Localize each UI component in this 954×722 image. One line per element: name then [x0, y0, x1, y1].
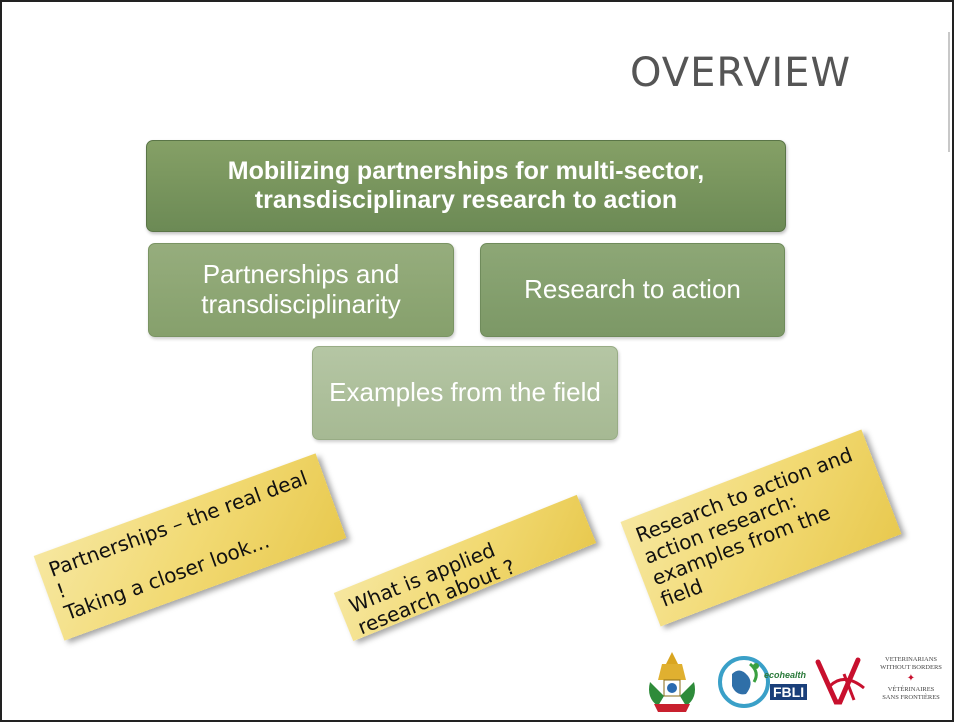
vwb-line-3: VÉTÉRINAIRES — [887, 686, 935, 694]
vwb-text-logo: VETERINARIANS WITHOUT BORDERS ✦ VÉTÉRINA… — [870, 656, 952, 712]
sticky-note-applied-research: What is applied research about ? — [333, 494, 597, 642]
partnerships-box: Partnerships and transdisciplinarity — [148, 243, 454, 337]
vwb-line-1: VETERINARIANS — [885, 656, 937, 663]
fbli-label: FBLI — [770, 684, 808, 700]
ecohealth-label: ecohealth — [764, 670, 807, 680]
sticky-note-research-to-action: Research to action and action research: … — [620, 429, 902, 627]
ecohealth-fbli-logo: ecohealth FBLI — [714, 654, 808, 712]
university-crest-logo — [644, 650, 700, 714]
main-topic-box: Mobilizing partnerships for multi-sector… — [146, 140, 786, 232]
vwb-symbol-logo — [814, 654, 868, 708]
vwb-line-4: SANS FRONTIÈRES — [882, 694, 940, 702]
vwb-line-2: WITHOUT BORDERS — [880, 664, 942, 672]
title-block: OVERVIEW — [608, 32, 950, 152]
examples-box: Examples from the field — [312, 346, 618, 440]
sticky-note-partnerships: Partnerships – the real deal ! Taking a … — [33, 453, 347, 641]
maple-leaf-icon: ✦ — [906, 673, 916, 685]
research-to-action-box: Research to action — [480, 243, 785, 337]
slide-title: OVERVIEW — [630, 50, 852, 96]
